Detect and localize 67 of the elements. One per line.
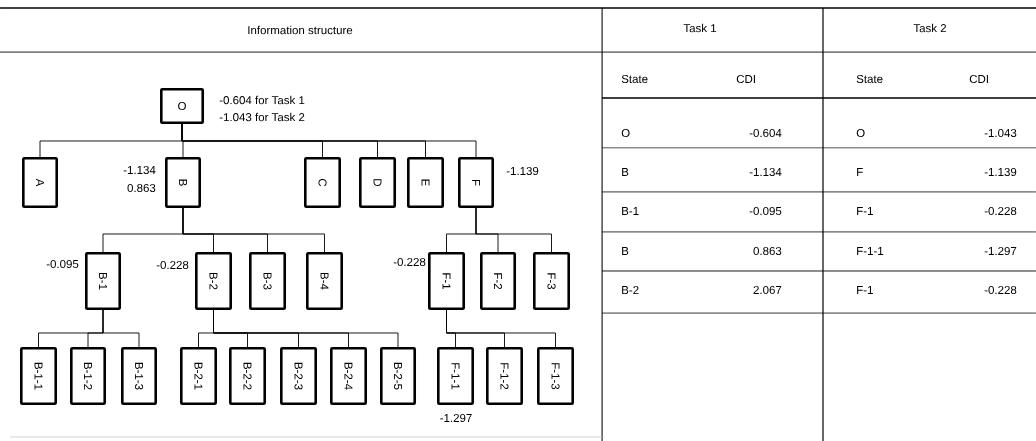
table-cell: F-1 (857, 286, 873, 294)
table-cell: F (857, 168, 863, 176)
table-cell: B-1 (622, 207, 639, 215)
tree-connector (475, 207, 552, 253)
table-cell: -1.297 (984, 246, 1017, 256)
column-header: Information structure (248, 25, 353, 35)
table-cell: B (622, 168, 629, 176)
tree-box: F-3 (533, 252, 570, 310)
tree-box: F (458, 157, 494, 208)
tree-box: B-2-3 (280, 347, 317, 405)
tree-connector (181, 123, 477, 158)
table-cell: F-1-1 (857, 247, 884, 255)
tree-box: C (304, 157, 341, 208)
tree-connector (182, 207, 325, 253)
table-cell: -1.043 (984, 128, 1017, 138)
tree-box: F-1 (428, 252, 465, 310)
column-header: Task 1 (683, 23, 717, 33)
tree-box: O (160, 88, 204, 124)
value-label: -1.043 for Task 2 (219, 112, 305, 122)
value-label: 0.863 (127, 183, 156, 193)
tree-box: B-1-2 (70, 347, 106, 405)
tree-box: A (22, 157, 58, 208)
column-header: State (621, 74, 648, 84)
tree-box: F-2 (480, 252, 516, 310)
table-cell: B-2 (622, 286, 639, 294)
table-cell: O (856, 128, 865, 138)
value-label: -1.139 (506, 166, 539, 176)
value-label: -1.134 (123, 165, 156, 175)
table-cell: -0.228 (984, 285, 1017, 295)
tree-connector (102, 309, 140, 348)
tree-box: F-1-2 (486, 347, 523, 405)
tree-box: F-1-1 (437, 347, 474, 405)
tree-box: B-1-1 (20, 347, 57, 405)
column-header: CDI (736, 74, 755, 84)
tree-box: B-2-2 (229, 347, 266, 405)
table-cell: 0.863 (753, 246, 782, 256)
column-header: CDI (969, 74, 988, 84)
table-cell: -1.139 (984, 167, 1017, 177)
tree-connector (446, 309, 556, 348)
value-label: -1.297 (440, 413, 472, 423)
tree-box: F-1-3 (537, 347, 574, 405)
value-label: -0.228 (156, 260, 189, 270)
tree-box: B-3 (249, 252, 286, 310)
tree-box: B-1 (85, 252, 121, 310)
tree-box: B-2-1 (180, 347, 217, 405)
tree-box: E (407, 157, 444, 208)
value-label: -0.095 (46, 259, 79, 269)
tree-connector (213, 309, 399, 348)
tree-box: D (359, 157, 396, 208)
column-header: Task 2 (913, 23, 947, 33)
table-cell: -0.095 (749, 206, 782, 216)
tree-box: B-1-3 (121, 347, 157, 405)
tree-box: B (165, 157, 201, 208)
table-cell: 2.067 (753, 285, 782, 295)
table-cell: -0.228 (984, 206, 1017, 216)
tree-box: B-2-5 (380, 347, 416, 405)
table-cell: F-1 (857, 207, 873, 215)
table-cell: O (621, 128, 630, 138)
value-label: -0.228 (393, 257, 426, 267)
tree-box: B-2 (195, 252, 232, 310)
tree-box: B-4 (306, 252, 343, 310)
column-header: State (856, 74, 883, 84)
value-label: -0.604 for Task 1 (219, 95, 305, 105)
table-cell: -0.604 (749, 128, 782, 138)
tree-box: B-2-4 (330, 347, 367, 405)
table-cell: B (622, 247, 629, 255)
table-cell: -1.134 (749, 167, 782, 177)
